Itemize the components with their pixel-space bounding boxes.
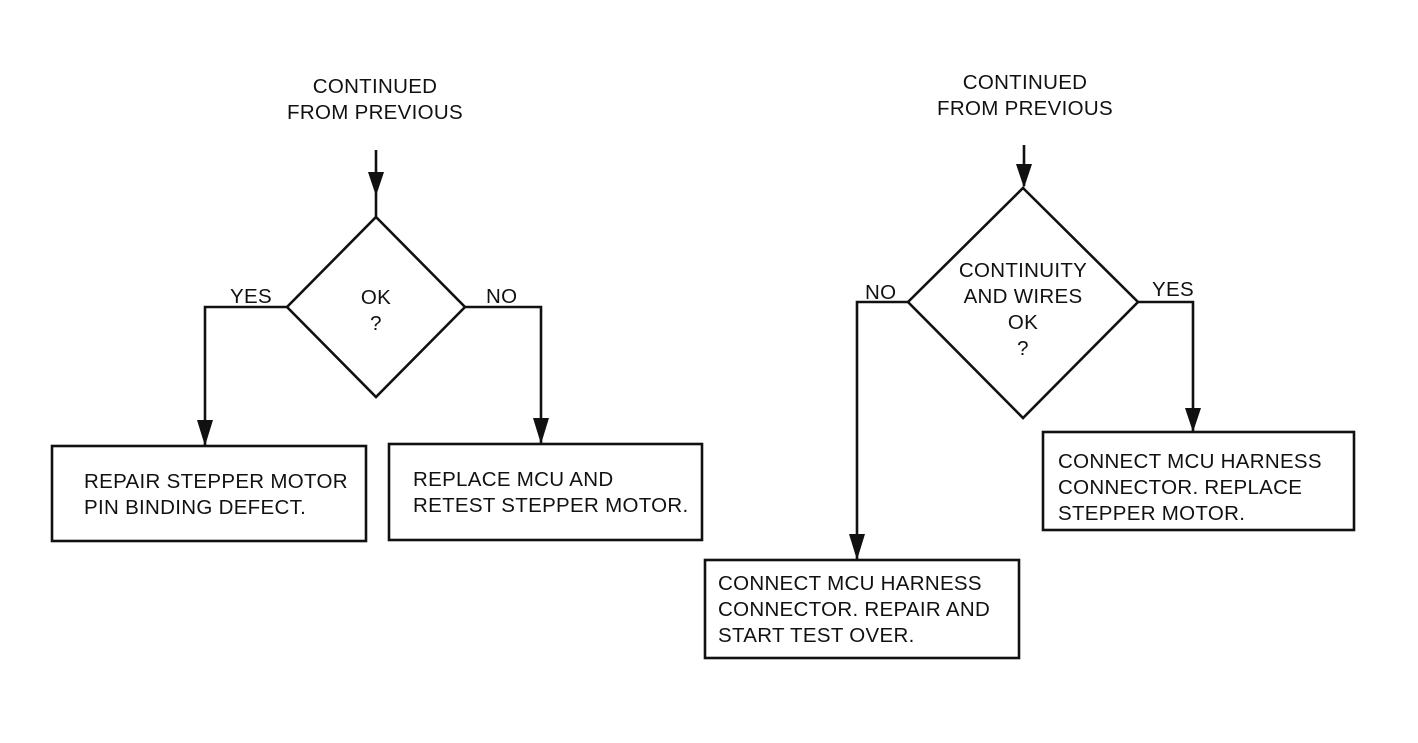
left-decision-text-line-2: ? <box>370 312 382 335</box>
left-no-result-box <box>387 442 704 542</box>
left-decision-diamond <box>285 215 467 399</box>
right-no-arrowhead <box>849 534 865 560</box>
right-decision-text-line-1: CONTINUITY <box>959 259 1087 282</box>
left-yes-result-line-1: REPAIR STEPPER MOTOR <box>84 470 348 493</box>
right-decision-diamond <box>906 186 1140 420</box>
right-no-result-line-3: START TEST OVER. <box>718 624 915 647</box>
left-no-result-line-2: RETEST STEPPER MOTOR. <box>413 494 689 517</box>
right-flowchart: CONTINUED FROM PREVIOUS CONTINUITY AND W… <box>703 71 1356 660</box>
left-yes-result-box <box>50 444 368 543</box>
right-entry-label-line-2: FROM PREVIOUS <box>937 97 1113 120</box>
right-decision-text-line-2: AND WIRES <box>964 285 1083 308</box>
right-no-label: NO <box>865 281 896 304</box>
right-yes-result-line-2: CONNECTOR. REPLACE <box>1058 476 1302 499</box>
right-yes-label: YES <box>1152 278 1194 301</box>
left-yes-arrowhead <box>197 420 213 446</box>
left-no-label: NO <box>486 285 517 308</box>
left-entry-label-line-1: CONTINUED <box>313 75 438 98</box>
left-yes-result-line-2: PIN BINDING DEFECT. <box>84 496 306 519</box>
left-no-result-line-1: REPLACE MCU AND <box>413 468 613 491</box>
right-no-result-box <box>703 558 1021 660</box>
right-yes-result-line-3: STEPPER MOTOR. <box>1058 502 1245 525</box>
left-decision-text-line-1: OK <box>361 286 391 309</box>
right-no-result-line-1: CONNECT MCU HARNESS <box>718 572 982 595</box>
right-yes-connector <box>1138 300 1195 432</box>
left-yes-connector <box>203 305 287 446</box>
left-yes-label: YES <box>230 285 272 308</box>
right-yes-arrowhead <box>1185 408 1201 432</box>
right-entry-label-line-1: CONTINUED <box>963 71 1088 94</box>
right-no-result-line-2: CONNECTOR. REPAIR AND <box>718 598 990 621</box>
right-no-connector <box>855 300 908 560</box>
left-no-arrowhead <box>533 418 549 444</box>
left-entry-arrowhead <box>368 172 384 196</box>
right-decision-text-line-4: ? <box>1017 337 1029 360</box>
right-yes-result-line-1: CONNECT MCU HARNESS <box>1058 450 1322 473</box>
right-yes-result-box <box>1041 430 1356 532</box>
right-decision-text-line-3: OK <box>1008 311 1038 334</box>
left-flowchart: CONTINUED FROM PREVIOUS OK ? YES NO REPA… <box>50 75 704 543</box>
left-no-connector <box>465 305 543 444</box>
right-entry-arrowhead <box>1016 164 1032 188</box>
left-entry-label-line-2: FROM PREVIOUS <box>287 101 463 124</box>
